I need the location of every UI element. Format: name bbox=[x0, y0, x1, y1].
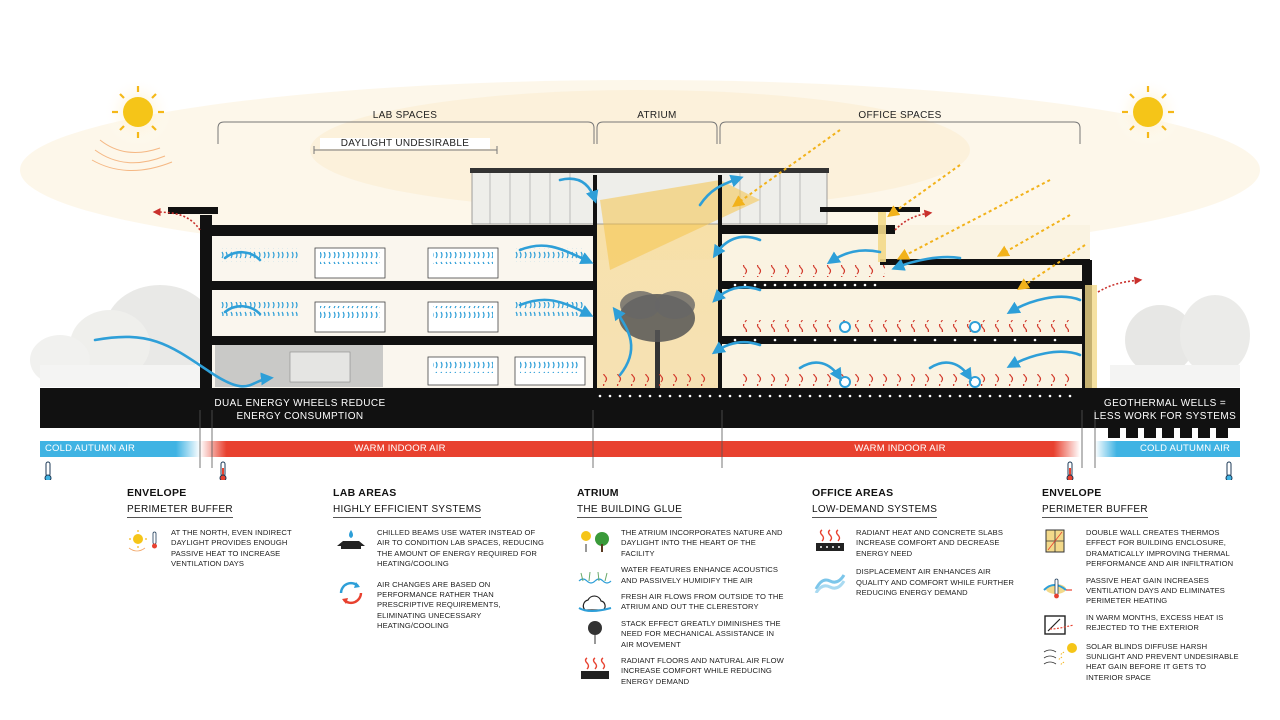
legend-envelope-left: ENVELOPE PERIMETER BUFFER AT THE NORTH, … bbox=[127, 487, 307, 570]
cold-band-left bbox=[40, 441, 200, 457]
zone-label-daylight-undesirable: DAYLIGHT UNDESIRABLE bbox=[320, 138, 490, 149]
legend-subtitle: LOW-DEMAND SYSTEMS bbox=[812, 504, 938, 518]
airflow-arrows bbox=[93, 174, 1082, 388]
cold-band-right bbox=[1095, 441, 1240, 457]
legend-envelope-right: ENVELOPE PERIMETER BUFFER DOUBLE WALL CR… bbox=[1042, 487, 1242, 683]
solar-blinds-icon bbox=[1043, 642, 1077, 666]
zone-label-atrium: ATRIUM bbox=[637, 110, 677, 121]
legend-office-areas: OFFICE AREAS LOW-DEMAND SYSTEMS RADIANT … bbox=[812, 487, 1022, 598]
building-section-diagram bbox=[20, 78, 1260, 480]
band-label-cold-left: COLD AUTUMN AIR bbox=[44, 443, 136, 454]
air-change-icon bbox=[339, 581, 363, 604]
exhaust-arrows bbox=[152, 208, 1143, 293]
zone-label-lab-spaces: LAB SPACES bbox=[372, 110, 438, 121]
sun-thermometer-icon bbox=[128, 530, 157, 552]
band-label-warm-left: WARM INDOOR AIR bbox=[354, 443, 446, 454]
legend-item: PASSIVE HEAT GAIN INCREASES VENTILATION … bbox=[1042, 576, 1242, 607]
legend-item: DOUBLE WALL CREATES THERMOS EFFECT FOR B… bbox=[1042, 528, 1242, 570]
legend-item: AIR CHANGES ARE BASED ON PERFORMANCE RAT… bbox=[333, 580, 548, 632]
legend-item: IN WARM MONTHS, EXCESS HEAT IS REJECTED … bbox=[1042, 613, 1242, 635]
radiant-slab-icon bbox=[816, 529, 844, 551]
heat-reject-icon bbox=[1044, 615, 1075, 635]
legend-item: STACK EFFECT GREATLY DIMINISHES THE NEED… bbox=[577, 619, 787, 650]
legend-subtitle: PERIMETER BUFFER bbox=[1042, 504, 1148, 518]
legend-item: DISPLACEMENT AIR ENHANCES AIR QUALITY AN… bbox=[812, 567, 1022, 598]
sun-left-icon bbox=[91, 78, 173, 171]
radiant-floor-icon bbox=[581, 657, 609, 680]
legend-item: RADIANT HEAT AND CONCRETE SLABS INCREASE… bbox=[812, 528, 1022, 559]
stack-effect-icon bbox=[588, 620, 602, 644]
legend-item: WATER FEATURES ENHANCE ACOUSTICS AND PAS… bbox=[577, 565, 787, 586]
passive-heat-icon bbox=[1043, 578, 1072, 599]
landscape-trees bbox=[30, 285, 1250, 387]
warm-band bbox=[200, 441, 1080, 457]
legend-item: FRESH AIR FLOWS FROM OUTSIDE TO THE ATRI… bbox=[577, 592, 787, 613]
chilled-beam-icon bbox=[337, 530, 365, 549]
water-feature-icon bbox=[578, 572, 612, 584]
zone-label-office-spaces: OFFICE SPACES bbox=[858, 110, 942, 121]
legend-subtitle: THE BUILDING GLUE bbox=[577, 504, 683, 518]
solar-ray-arrows bbox=[732, 129, 1086, 290]
legend-title: ENVELOPE bbox=[1042, 487, 1102, 499]
displacement-air-icon bbox=[814, 574, 846, 594]
zone-brackets bbox=[217, 121, 1081, 154]
legend-title: ENVELOPE bbox=[127, 487, 187, 499]
legend-item: SOLAR BLINDS DIFFUSE HARSH SUNLIGHT AND … bbox=[1042, 642, 1242, 684]
sun-right-icon bbox=[1114, 78, 1182, 146]
legend-item: RADIANT FLOORS AND NATURAL AIR FLOW INCR… bbox=[577, 656, 787, 687]
legend-subtitle: HIGHLY EFFICIENT SYSTEMS bbox=[333, 504, 482, 518]
legend-item: CHILLED BEAMS USE WATER INSTEAD OF AIR T… bbox=[333, 528, 548, 570]
band-label-warm-right: WARM INDOOR AIR bbox=[854, 443, 946, 454]
ground-label-geothermal: GEOTHERMAL WELLS = LESS WORK FOR SYSTEMS bbox=[1093, 398, 1237, 422]
sun-tree-icon bbox=[581, 531, 609, 552]
legend-item: THE ATRIUM INCORPORATES NATURE AND DAYLI… bbox=[577, 528, 787, 559]
building-section bbox=[40, 168, 1240, 438]
legend-item: AT THE NORTH, EVEN INDIRECT DAYLIGHT PRO… bbox=[127, 528, 307, 570]
legend-title: LAB AREAS bbox=[333, 487, 397, 499]
legend-lab-areas: LAB AREAS HIGHLY EFFICIENT SYSTEMS CHILL… bbox=[333, 487, 548, 632]
thermometer-icons bbox=[44, 461, 1233, 480]
legend-title: ATRIUM bbox=[577, 487, 619, 499]
legend-subtitle: PERIMETER BUFFER bbox=[127, 504, 233, 518]
fresh-air-icon bbox=[578, 595, 612, 613]
ground-label-energy-wheels: DUAL ENERGY WHEELS REDUCE ENERGY CONSUMP… bbox=[214, 398, 386, 422]
double-wall-icon bbox=[1045, 529, 1065, 553]
legend-title: OFFICE AREAS bbox=[812, 487, 894, 499]
atrium-tree-icon bbox=[619, 291, 695, 388]
band-label-cold-right: COLD AUTUMN AIR bbox=[1139, 443, 1231, 454]
legend-atrium: ATRIUM THE BUILDING GLUE THE ATRIUM INCO… bbox=[577, 487, 787, 687]
